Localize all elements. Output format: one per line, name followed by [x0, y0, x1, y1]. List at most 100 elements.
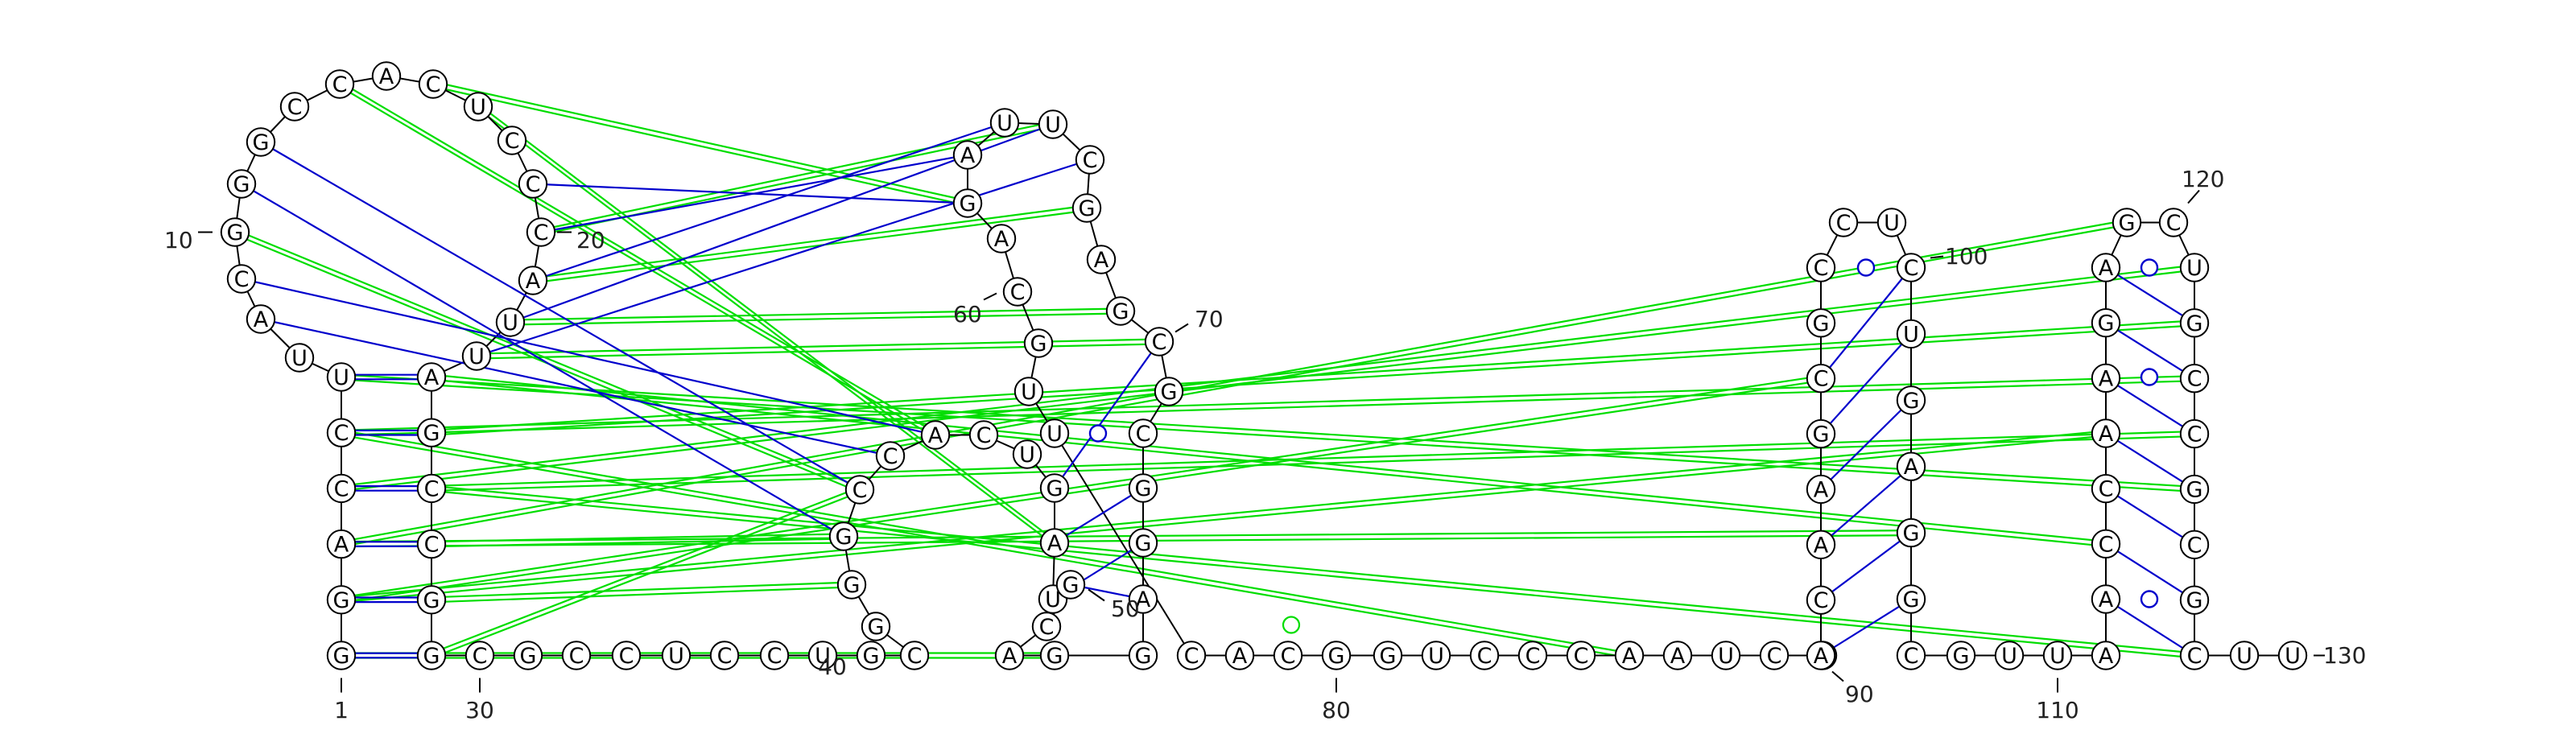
- nucleotide: C: [1469, 641, 1500, 670]
- nucleotide: A: [1806, 530, 1836, 559]
- nucleotide: U: [2229, 641, 2260, 670]
- nucleotide: C: [1806, 364, 1836, 394]
- tertiary-link: [431, 586, 852, 604]
- nucleotide: U: [1038, 109, 1068, 139]
- nucleotide: U: [1012, 439, 1042, 469]
- backbone-layer: [234, 75, 2293, 657]
- tertiary-link: [540, 121, 1054, 231]
- base-pair-bond: [241, 278, 936, 436]
- nucleotide: A: [1806, 641, 1836, 670]
- tertiary-link: [477, 108, 1055, 546]
- nucleotide-letter: C: [1904, 644, 1919, 669]
- nucleotide: C: [561, 641, 592, 670]
- nucleotide-letter: A: [2099, 587, 2114, 612]
- nucleotide-letter: C: [907, 644, 923, 669]
- nucleotide: G: [2179, 585, 2210, 615]
- nucleotide-letter: U: [668, 644, 684, 669]
- nucleotide: C: [1002, 277, 1033, 307]
- nucleotide-letter: U: [1718, 644, 1734, 669]
- nucleotide: C: [2091, 473, 2121, 504]
- nucleotide-letter: U: [1884, 211, 1900, 236]
- nucleotide: U: [495, 307, 526, 337]
- index-label: 70: [1195, 306, 1224, 332]
- nucleotide: C: [464, 641, 495, 670]
- nucleotide: G: [856, 641, 886, 670]
- nucleotide: C: [759, 641, 790, 670]
- nucleotide: G: [2091, 307, 2121, 338]
- nucleotide: G: [1128, 528, 1158, 558]
- nucleotide-letter: A: [1047, 531, 1063, 556]
- tertiary-link: [432, 85, 968, 207]
- nucleotide: C: [1517, 641, 1548, 670]
- tertiary-link: [431, 484, 2195, 654]
- nucleotide: C: [2158, 208, 2189, 237]
- nucleotide: A: [246, 304, 276, 334]
- nucleotide-letter: C: [1904, 256, 1919, 281]
- nucleotide: A: [371, 61, 402, 91]
- nucleotide-letter: A: [1814, 533, 1829, 558]
- nucleotide-letter: C: [2187, 533, 2202, 558]
- gu-pair-marker: [2140, 590, 2159, 608]
- nucleotide-letter: U: [1021, 380, 1037, 405]
- nucleotide-letter: A: [379, 64, 394, 89]
- tertiary-link: [510, 312, 1121, 326]
- index-tick: [1174, 323, 1189, 333]
- nucleotide-letter: C: [619, 644, 634, 669]
- base-pair-bond: [2105, 432, 2195, 490]
- tertiary-interaction-layer: [234, 80, 2195, 659]
- nucleotide: U: [989, 108, 1020, 138]
- nucleotide-letter: G: [1813, 311, 1830, 336]
- nucleotide: A: [2091, 253, 2121, 282]
- nucleotide-letter: C: [717, 644, 733, 669]
- nucleotide-letter: C: [1525, 644, 1541, 669]
- tertiary-link: [341, 373, 2195, 488]
- nucleotide: G: [828, 521, 859, 551]
- nucleotide: U: [463, 92, 493, 122]
- base-pair-bond: [2105, 266, 2195, 324]
- index-tick: [1831, 670, 1844, 682]
- nucleotide: G: [1055, 570, 1086, 600]
- tertiary-link: [431, 435, 2195, 492]
- base-pair-bond: [476, 159, 1091, 357]
- nucleotide-letter: G: [1113, 299, 1129, 324]
- nucleotide: C: [875, 441, 906, 471]
- nucleotide-letter: G: [333, 588, 350, 613]
- nucleotide-letter: G: [1135, 476, 1152, 501]
- nucleotide: G: [1321, 641, 1352, 670]
- nucleotide-letter: U: [2001, 644, 2017, 669]
- nucleotide-letter: A: [994, 227, 1009, 252]
- nucleotide: A: [920, 420, 951, 450]
- nucleotide: G: [1806, 308, 1836, 338]
- nucleotide: U: [807, 641, 838, 670]
- nucleotide-letter: U: [333, 365, 349, 390]
- nucleotide-letter: U: [815, 644, 831, 669]
- base-pair-bond: [1820, 266, 1912, 379]
- nucleotide: C: [611, 641, 642, 670]
- nucleotide-letter: G: [1161, 380, 1178, 405]
- nucleotide-letter: U: [1903, 322, 1919, 347]
- nucleotide-letter: C: [1814, 367, 1829, 392]
- nucleotide-letter: G: [1046, 644, 1063, 669]
- base-pair-bond: [2105, 488, 2195, 546]
- base-pair-bond: [1054, 487, 1144, 544]
- nucleotide: A: [518, 266, 548, 295]
- nucleotide-letter: C: [424, 476, 440, 501]
- nucleotide: G: [2112, 208, 2142, 237]
- nucleotide: A: [1128, 584, 1158, 614]
- nucleotide-letter: C: [1477, 644, 1492, 669]
- index-label: 1: [334, 697, 349, 723]
- nucleotide: U: [2277, 641, 2308, 670]
- nucleotide: G: [1128, 641, 1158, 670]
- nucleotide: A: [1896, 451, 1926, 481]
- gu-pair-marker: [1856, 258, 1876, 277]
- base-pair-bond: [2105, 598, 2195, 657]
- nucleotide: G: [326, 585, 357, 615]
- index-label: 40: [818, 653, 847, 680]
- index-tick: [2187, 189, 2200, 204]
- nucleotide-letter: G: [1328, 644, 1345, 669]
- nucleotide-letter: G: [2098, 311, 2115, 336]
- nucleotide: C: [416, 473, 447, 504]
- base-pair-bond: [260, 318, 891, 457]
- nucleotide: C: [2091, 529, 2121, 559]
- base-pair-bond: [260, 141, 861, 491]
